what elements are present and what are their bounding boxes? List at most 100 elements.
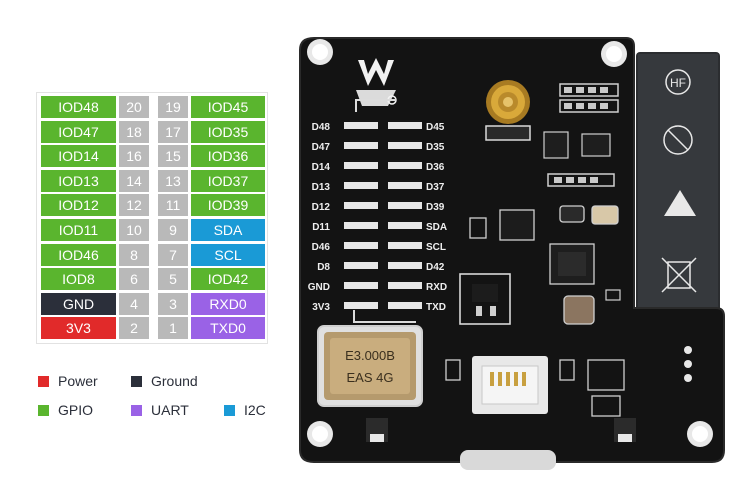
silkscreen-bracket-top xyxy=(355,99,396,112)
pin-label-right: IOD35 xyxy=(191,120,265,143)
usb-connector-left xyxy=(366,418,388,442)
header-pad xyxy=(344,182,378,189)
legend-i2c-swatch xyxy=(224,405,235,416)
silkscreen-label: 3V3 xyxy=(312,302,330,313)
silkscreen-label: RXD xyxy=(426,282,447,293)
legend-ground: Ground xyxy=(131,373,198,389)
hf-sticker-text: HF xyxy=(670,76,686,90)
legend-uart-swatch xyxy=(131,405,142,416)
crystal-oscillator: E3.000B EAS 4G xyxy=(317,325,423,407)
pin-label-right: IOD37 xyxy=(191,169,265,192)
header-pad xyxy=(344,242,378,249)
header-pad xyxy=(388,142,422,149)
crystal-marking-1: E3.000B xyxy=(345,348,395,363)
silkscreen-label: D35 xyxy=(426,142,445,153)
silkscreen-label: TXD xyxy=(426,302,446,313)
mount-hole-br xyxy=(687,421,713,447)
warning-triangle-icon xyxy=(664,190,696,216)
pin-number-right: 9 xyxy=(158,219,188,241)
pin-label-right: IOD42 xyxy=(191,268,265,291)
silkscreen-label: D14 xyxy=(312,162,331,173)
pin-label-right: TXD0 xyxy=(191,317,265,340)
mount-hole-bl xyxy=(307,421,333,447)
pin-number-right: 19 xyxy=(158,96,188,118)
header-pad xyxy=(344,202,378,209)
silkscreen-label: D8 xyxy=(317,262,330,273)
silkscreen-label: D37 xyxy=(426,182,445,193)
resistor-array-mid xyxy=(547,173,615,187)
silkscreen-label: D12 xyxy=(312,202,331,213)
pin-number-right: 3 xyxy=(158,292,188,315)
pin-number-left: 4 xyxy=(119,292,149,315)
pin-number-right: 7 xyxy=(158,243,188,266)
silkscreen-label: D36 xyxy=(426,162,445,173)
pin-number-right: 15 xyxy=(158,145,188,168)
pin-number-left: 8 xyxy=(119,243,149,266)
fpc-side-pads xyxy=(445,359,625,417)
hf-sticker-icon: HF xyxy=(665,69,691,95)
pin-number-left: 14 xyxy=(119,169,149,192)
header-pad xyxy=(344,282,378,289)
header-pad xyxy=(388,202,422,209)
legend-power: Power xyxy=(38,373,98,389)
pin-number-right: 1 xyxy=(158,317,188,340)
silkscreen-label: GND xyxy=(308,282,330,293)
usb-connector-right xyxy=(614,418,636,442)
pin-number-left: 6 xyxy=(119,268,149,291)
pin-number-left: 20 xyxy=(119,96,149,118)
header-pad xyxy=(344,122,378,129)
ic-small-2 xyxy=(581,133,611,157)
pin-label-left: IOD48 xyxy=(41,96,116,118)
pin-label-left: 3V3 xyxy=(41,317,116,340)
silkscreen-label: SDA xyxy=(426,222,447,233)
fpc-connector xyxy=(472,356,548,414)
antenna-connector-icon xyxy=(485,80,531,141)
pin-label-right: SCL xyxy=(191,243,265,266)
legend-ground-swatch xyxy=(131,376,142,387)
silkscreen-label: D39 xyxy=(426,202,445,213)
pin-label-left: IOD11 xyxy=(41,219,116,241)
silkscreen-label: D48 xyxy=(312,122,331,133)
weee-crossed-bin-icon xyxy=(661,257,697,293)
pin-number-right: 5 xyxy=(158,268,188,291)
header-pad xyxy=(344,162,378,169)
header-pad xyxy=(388,302,422,309)
mount-hole-tr xyxy=(601,41,627,67)
pin-label-right: IOD39 xyxy=(191,194,265,217)
header-pad xyxy=(344,222,378,229)
header-pad xyxy=(388,182,422,189)
small-pads-left xyxy=(469,217,487,239)
legend-gpio-swatch xyxy=(38,405,49,416)
pin-label-left: IOD12 xyxy=(41,194,116,217)
pressure-sensor xyxy=(563,295,595,325)
legend-power-label: Power xyxy=(58,373,98,389)
silkscreen-label: SCL xyxy=(426,242,446,253)
ic-small-1 xyxy=(543,131,569,159)
silkscreen-label: D45 xyxy=(426,122,445,133)
small-cap-right xyxy=(605,289,621,301)
header-pad xyxy=(388,222,422,229)
test-points xyxy=(684,346,692,382)
header-pad xyxy=(388,282,422,289)
header-pad xyxy=(388,262,422,269)
pin-label-right: RXD0 xyxy=(191,292,265,315)
legend-ground-label: Ground xyxy=(151,373,198,389)
silkscreen-label: D13 xyxy=(312,182,331,193)
silkscreen-label: D46 xyxy=(312,242,331,253)
pin-number-left: 18 xyxy=(119,120,149,143)
crystal-marking-2: EAS 4G xyxy=(347,370,394,385)
header-pad xyxy=(344,142,378,149)
pcb-edge xyxy=(299,37,725,463)
legend-gpio-label: GPIO xyxy=(58,402,94,418)
